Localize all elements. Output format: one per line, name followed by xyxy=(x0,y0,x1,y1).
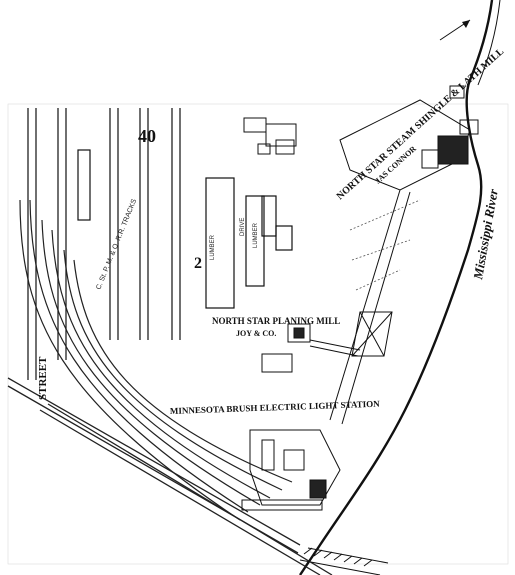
lumber-label-1: LUMBER xyxy=(210,234,216,260)
street-label: STREET xyxy=(37,356,49,400)
lumber-label-2: LUMBER xyxy=(253,222,259,248)
planing-mill-owner: JOY & CO. xyxy=(236,329,276,338)
river-shoreline xyxy=(299,0,494,575)
river-shoreline-inner xyxy=(477,0,501,86)
lumber-piles xyxy=(77,149,293,309)
north-arrow-icon xyxy=(439,19,471,41)
sheet-border xyxy=(7,103,509,565)
planing-mill-buildings xyxy=(261,323,361,373)
block-number: 2 xyxy=(194,255,202,272)
diagonal-tracks xyxy=(7,377,333,575)
trestle-bridge xyxy=(299,547,389,575)
planing-mill-name: NORTH STAR PLANING MILL xyxy=(212,316,340,326)
sheet-number: 40 xyxy=(138,126,156,146)
electric-station-buildings xyxy=(241,429,341,511)
fence-lines xyxy=(349,199,421,291)
shingle-mill-complex xyxy=(329,85,479,425)
drive-label: DRIVE xyxy=(240,218,246,236)
railroad-tracks xyxy=(27,108,181,380)
buildings-top xyxy=(243,117,297,155)
